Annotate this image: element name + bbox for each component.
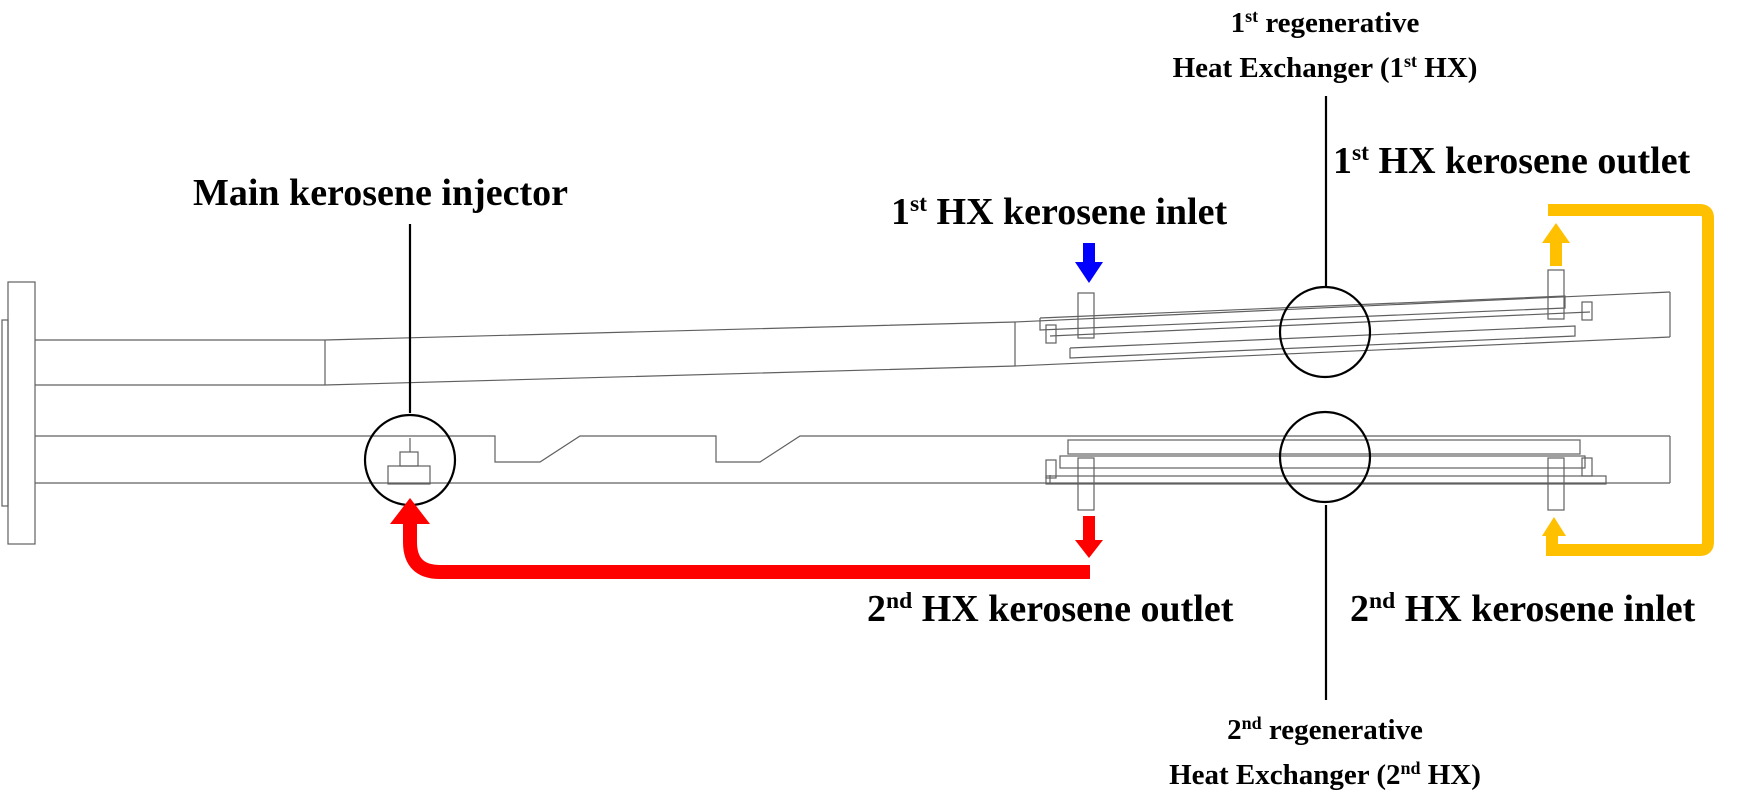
hx1-title-line2: Heat Exchanger (1st HX) (1172, 51, 1478, 84)
hx1-inlet-num: 1 (891, 191, 910, 233)
lower-hx-jacket (1067, 439, 1581, 455)
hx1-inlet-sup: st (910, 191, 928, 218)
injector-callout-circle (363, 413, 457, 507)
blue-arrow-shaft (1083, 243, 1095, 263)
upper-hx-jacket (1039, 295, 1566, 331)
callout-circles (363, 285, 1372, 507)
hx1-title-label: 1st regenerative Heat Exchanger (1st HX) (1105, 2, 1545, 92)
hx1-title-line1: 1st regenerative (1230, 6, 1420, 39)
hx2-title-line2: Heat Exchanger (2nd HX) (1169, 758, 1481, 791)
hx2-callout-circle (1278, 410, 1372, 504)
hx2-outlet-text: HX kerosene outlet (912, 588, 1234, 630)
main-injector-label: Main kerosene injector (193, 172, 568, 214)
lower-wall-inner (35, 435, 1670, 463)
hx2-title-line1: 2nd regenerative (1227, 713, 1423, 746)
hx1-outlet-label: 1st HX kerosene outlet (1333, 140, 1691, 182)
hx2-inlet-text: HX kerosene inlet (1395, 588, 1696, 630)
hx1-outlet-sup: st (1352, 140, 1370, 167)
leader-lines (408, 96, 1328, 700)
hx1-callout-circle (1278, 285, 1372, 379)
flange (7, 281, 36, 545)
yellow-flow-arrow (1542, 204, 1714, 556)
red-flow-arrow (390, 498, 1103, 579)
injector-body (387, 465, 431, 485)
red-down-shaft (1083, 516, 1095, 542)
hx1-outlet-num: 1 (1333, 140, 1352, 182)
hx1-inlet-label: 1st HX kerosene inlet (891, 191, 1228, 233)
hx1-inlet-text: HX kerosene inlet (927, 191, 1228, 233)
yellow-loop-path (1546, 204, 1714, 556)
flange-hub (1, 319, 9, 507)
upper-wall-outer (35, 291, 1671, 341)
upper-wall-inner (35, 336, 1671, 386)
hx2-outlet-label: 2nd HX kerosene outlet (867, 588, 1234, 630)
blue-arrow-head (1075, 262, 1103, 283)
yellow-inlet-head (1542, 517, 1566, 536)
hx2-title-label: 2nd regenerative Heat Exchanger (2nd HX) (1105, 709, 1545, 799)
hx2-inlet-num: 2 (1350, 588, 1369, 630)
yellow-up-shaft (1550, 242, 1562, 266)
hx2-inlet-sup: nd (1369, 588, 1396, 615)
red-return-path (403, 523, 1090, 579)
hx1-inlet-arrow (1075, 243, 1103, 283)
red-down-head (1075, 540, 1103, 558)
red-injector-head (390, 498, 430, 524)
hx2-inlet-label: 2nd HX kerosene inlet (1350, 588, 1696, 630)
combustor-outline (1, 269, 1671, 545)
hx2-outlet-sup: nd (886, 588, 913, 615)
hx1-outlet-text: HX kerosene outlet (1369, 140, 1691, 182)
hx2-outlet-num: 2 (867, 588, 886, 630)
yellow-up-head (1542, 223, 1570, 243)
